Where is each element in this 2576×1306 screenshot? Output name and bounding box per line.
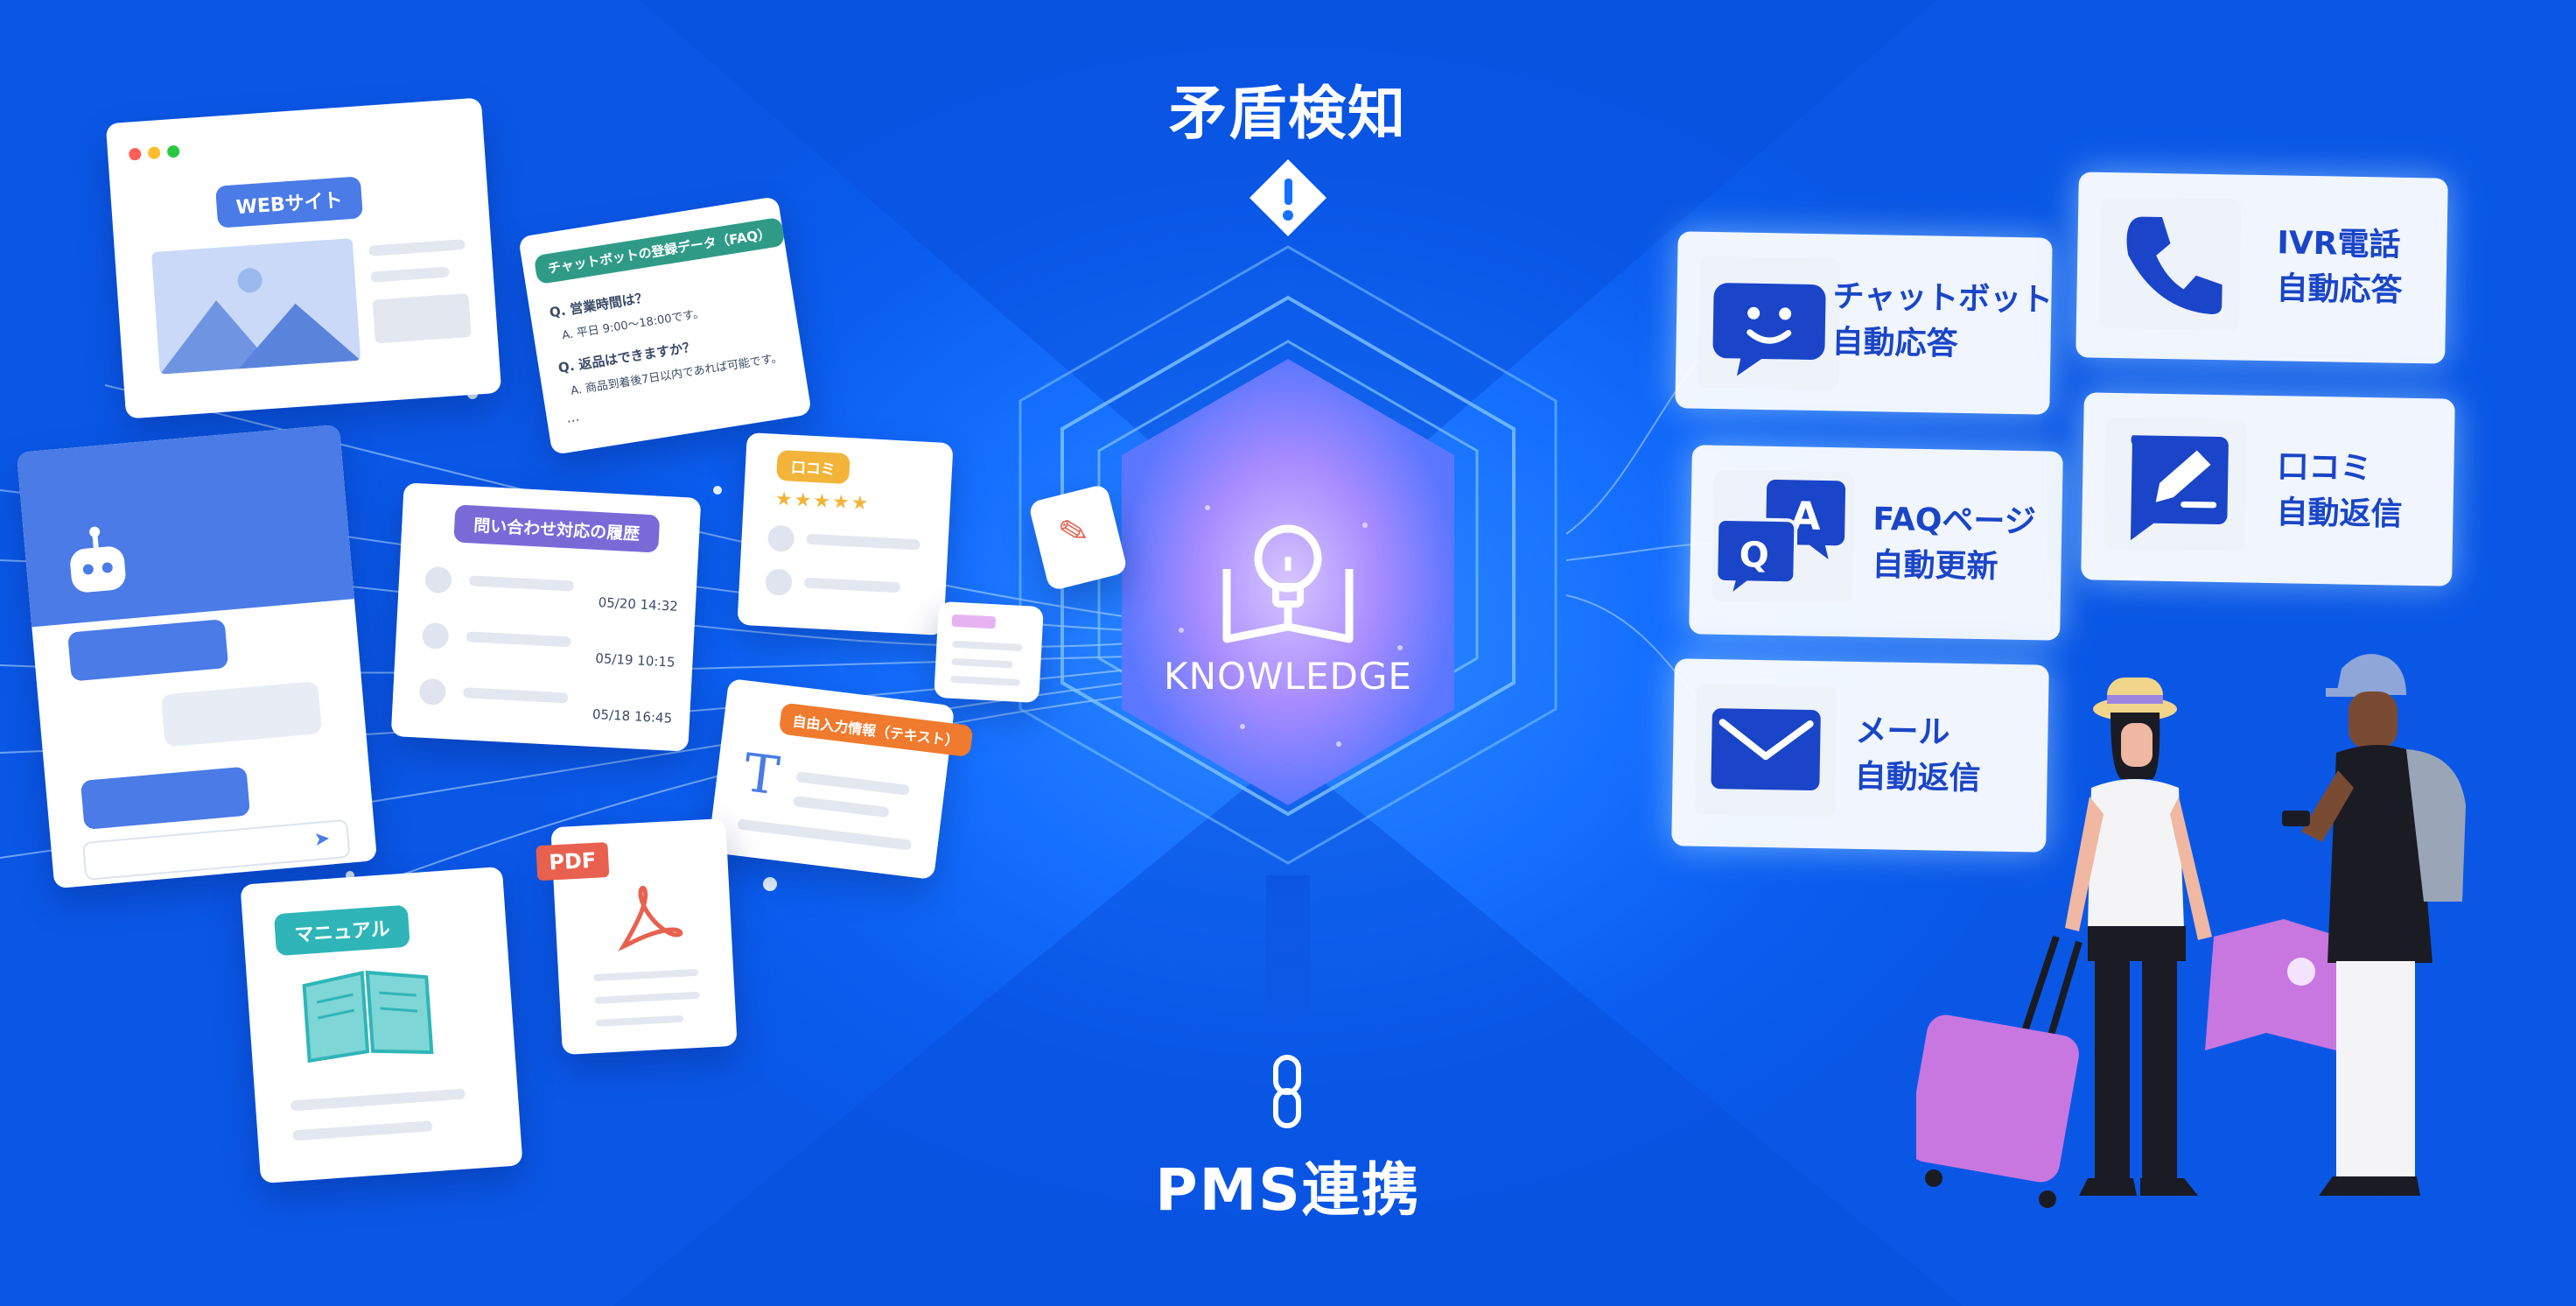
output-ivr-line2: 自動応答 — [2276, 270, 2403, 309]
output-mail-card: メール自動返信 — [1671, 658, 2049, 853]
text-type-icon: T — [739, 742, 783, 808]
mail-icon — [1694, 683, 1838, 818]
window-dot-yellow — [147, 146, 161, 160]
faq-more: … — [564, 408, 581, 426]
window-dot-red — [128, 147, 142, 161]
inquiry-history-title: 問い合わせ対応の履歴 — [453, 504, 661, 553]
warning-icon — [1246, 156, 1330, 240]
list-tag — [951, 614, 997, 629]
user-avatar-icon — [424, 565, 452, 594]
history-row: 05/18 16:45 — [392, 664, 692, 733]
bot-bubble-1 — [67, 619, 229, 682]
pdf-badge: PDF — [536, 842, 610, 881]
manual-card: マニュアル — [240, 866, 523, 1184]
knowledge-book-icon — [1218, 516, 1358, 648]
image-placeholder-icon — [151, 238, 361, 375]
history-date: 05/18 16:45 — [592, 706, 673, 727]
output-ivr-card: IVR電話自動応答 — [2076, 172, 2448, 364]
output-chatbot-line1: チャットボット — [1832, 278, 2054, 319]
faq-data-card: チャットボットの登録データ（FAQ） Q. 営業時間は？ A. 平日 9:00〜… — [518, 196, 812, 455]
acrobat-icon — [612, 882, 685, 956]
link-chain-icon — [1267, 1054, 1309, 1129]
review-card: 口コミ ★★★★★ — [737, 432, 954, 636]
review-title: 口コミ — [776, 449, 850, 485]
history-date: 05/19 10:15 — [594, 650, 676, 671]
pdf-document-card: PDF — [536, 818, 738, 1056]
robot-icon — [55, 522, 141, 607]
user-avatar-icon — [421, 621, 450, 650]
free-text-title: 自由入力情報（テキスト） — [778, 702, 974, 758]
knowledge-label: KNOWLEDGE — [1164, 655, 1412, 698]
inquiry-history-card: 問い合わせ対応の履歴 05/20 14:32 05/19 10:15 05/18… — [390, 482, 702, 752]
user-bubble-1 — [160, 681, 323, 748]
travelers-illustration — [1908, 639, 2546, 1217]
user-avatar-icon — [766, 524, 795, 552]
pdf-small-icon: ✎ — [1054, 509, 1093, 556]
output-review-line2: 自動返信 — [2276, 495, 2403, 533]
send-icon: ➤ — [312, 827, 332, 852]
pms-integration-label: PMS連携 — [1155, 1156, 1421, 1224]
chatbot-face-icon — [1698, 256, 1841, 390]
output-faq-line2: 自動更新 — [1872, 546, 1998, 586]
web-site-label: WEBサイト — [215, 176, 364, 228]
floating-list-doc — [934, 600, 1044, 704]
star-rating-icon: ★★★★★ — [774, 488, 872, 516]
output-chatbot-card: チャットボット自動応答 — [1675, 231, 2054, 415]
user-avatar-icon — [418, 678, 447, 706]
bot-bubble-2 — [80, 766, 251, 830]
phone-icon — [2098, 196, 2242, 331]
open-book-icon — [298, 959, 436, 1064]
history-date: 05/20 14:32 — [598, 594, 679, 614]
output-faq-line1: FAQページ — [1872, 501, 2037, 541]
free-text-card: 自由入力情報（テキスト） T — [707, 678, 974, 881]
manual-title: マニュアル — [273, 904, 411, 957]
contradiction-detection-label: 矛盾検知 — [1169, 80, 1407, 147]
output-review-line1: 口コミ — [2277, 449, 2372, 488]
output-review-card: 口コミ自動返信 — [2081, 392, 2455, 586]
chatbot-screen-card: ➤ — [16, 424, 378, 889]
output-ivr-line1: IVR電話 — [2277, 225, 2401, 263]
window-dot-green — [166, 144, 180, 158]
svg-text:Q: Q — [1739, 535, 1769, 576]
pen-message-icon — [2104, 417, 2247, 551]
user-avatar-icon — [765, 568, 793, 596]
web-site-card: WEBサイト — [105, 97, 502, 419]
output-chatbot-line2: 自動応答 — [1831, 324, 1958, 362]
